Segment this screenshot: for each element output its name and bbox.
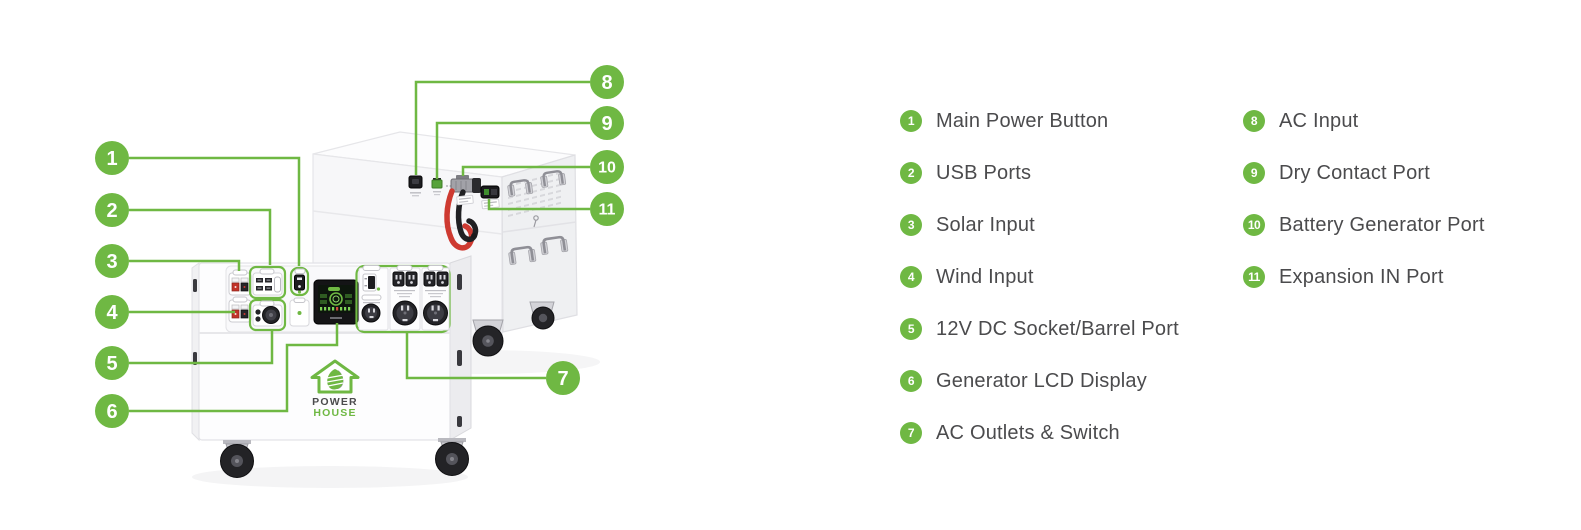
legend-badge-2: 2 xyxy=(900,162,922,184)
legend-badge-3: 3 xyxy=(900,214,922,236)
legend-item-5: 5 12V DC Socket/Barrel Port xyxy=(900,303,1179,355)
legend-label-7: AC Outlets & Switch xyxy=(936,421,1120,444)
dry-contact-port xyxy=(431,178,443,196)
legend-column-1: 1 Main Power Button 2 USB Ports 3 Solar … xyxy=(900,95,1179,459)
svg-text:10: 10 xyxy=(598,160,616,177)
legend-badge-1: 1 xyxy=(900,110,922,132)
callout-badge-2: 2 xyxy=(95,193,129,227)
battery-cables xyxy=(444,188,479,251)
legend-badge-10: 10 xyxy=(1243,214,1265,236)
power-station-illustration: POWER HOUSE 1 2 xyxy=(95,65,624,488)
legend-badge-4: 4 xyxy=(900,266,922,288)
svg-text:4: 4 xyxy=(106,302,118,324)
legend-item-1: 1 Main Power Button xyxy=(900,95,1179,147)
legend-label-3: Solar Input xyxy=(936,213,1035,236)
callout-badge-9: 9 xyxy=(590,106,624,140)
legend-label-11: Expansion IN Port xyxy=(1279,265,1444,288)
callout-badge-7: 7 xyxy=(546,361,580,395)
legend-item-3: 3 Solar Input xyxy=(900,199,1179,251)
legend-item-6: 6 Generator LCD Display xyxy=(900,355,1179,407)
callout-badge-5: 5 xyxy=(95,346,129,380)
svg-text:11: 11 xyxy=(599,202,616,219)
usb-ports xyxy=(248,265,287,300)
legend-badge-7: 7 xyxy=(900,422,922,444)
callout-badge-10: 10 xyxy=(590,150,624,184)
svg-text:9: 9 xyxy=(601,113,612,135)
dc-socket xyxy=(248,298,287,332)
twist-lock-outlet xyxy=(361,294,382,323)
callout-badge-11: 11 xyxy=(590,192,624,226)
callout-badge-8: 8 xyxy=(590,65,624,99)
svg-text:7: 7 xyxy=(557,368,568,390)
keyhole-latch xyxy=(533,215,539,228)
handle-icon xyxy=(508,245,537,265)
front-casters xyxy=(220,438,469,478)
legend-item-7: 7 AC Outlets & Switch xyxy=(900,407,1179,459)
twist-lock-outlet xyxy=(392,300,418,326)
ac-input-port xyxy=(408,175,423,197)
legend-badge-9: 9 xyxy=(1243,162,1265,184)
brand-line1: POWER xyxy=(312,396,358,408)
legend-label-2: USB Ports xyxy=(936,161,1032,184)
callout-badge-6: 6 xyxy=(95,394,129,428)
legend-badge-6: 6 xyxy=(900,370,922,392)
duplex-outlet xyxy=(392,265,418,298)
ac-switch xyxy=(362,265,381,292)
legend-item-9: 9 Dry Contact Port xyxy=(1243,147,1485,199)
callout-badges: 1 2 3 4 5 6 7 8 xyxy=(95,65,624,428)
expansion-in-port xyxy=(480,185,500,199)
svg-text:2: 2 xyxy=(106,200,117,222)
wind-input xyxy=(228,296,252,323)
callout-badge-1: 1 xyxy=(95,141,129,175)
legend-item-4: 4 Wind Input xyxy=(900,251,1179,303)
port-label-plate xyxy=(456,194,474,206)
callout-badge-3: 3 xyxy=(95,244,129,278)
handle-icon xyxy=(540,170,567,188)
legend-item-10: 10 Battery Generator Port xyxy=(1243,199,1485,251)
ac-outlets-panel xyxy=(355,264,451,334)
legend-column-2: 8 AC Input 9 Dry Contact Port 10 Battery… xyxy=(1243,95,1485,303)
svg-text:6: 6 xyxy=(106,401,117,423)
rear-casters xyxy=(472,301,555,357)
legend-label-9: Dry Contact Port xyxy=(1279,161,1431,184)
legend-label-1: Main Power Button xyxy=(936,109,1109,132)
port-label-plate xyxy=(481,198,500,210)
legend-badge-5: 5 xyxy=(900,318,922,340)
top-ports xyxy=(408,175,500,251)
main-power-button xyxy=(289,266,310,297)
svg-text:8: 8 xyxy=(601,72,612,94)
twist-lock-outlet xyxy=(423,300,448,326)
svg-text:5: 5 xyxy=(106,353,117,375)
callout-lines xyxy=(129,80,590,413)
duplex-outlet xyxy=(423,265,449,298)
svg-text:3: 3 xyxy=(106,251,117,273)
legend-label-6: Generator LCD Display xyxy=(936,369,1147,392)
legend-label-4: Wind Input xyxy=(936,265,1034,288)
solar-input xyxy=(228,269,252,296)
legend-label-8: AC Input xyxy=(1279,109,1359,132)
legend-badge-8: 8 xyxy=(1243,110,1265,132)
legend-label-5: 12V DC Socket/Barrel Port xyxy=(936,317,1179,340)
lcd-display xyxy=(313,279,359,325)
handle-icon xyxy=(540,235,569,255)
charge-indicator-module xyxy=(289,297,310,327)
legend-label-10: Battery Generator Port xyxy=(1279,213,1485,236)
legend-item-8: 8 AC Input xyxy=(1243,95,1485,147)
callout-badge-4: 4 xyxy=(95,295,129,329)
legend-badge-11: 11 xyxy=(1243,266,1265,288)
power-house-logo: POWER HOUSE xyxy=(310,359,360,419)
brand-line2: HOUSE xyxy=(313,407,356,419)
legend-item-2: 2 USB Ports xyxy=(900,147,1179,199)
legend-item-11: 11 Expansion IN Port xyxy=(1243,251,1485,303)
lcd-digits xyxy=(320,307,351,311)
svg-text:1: 1 xyxy=(106,148,117,170)
handle-icon xyxy=(507,179,534,197)
